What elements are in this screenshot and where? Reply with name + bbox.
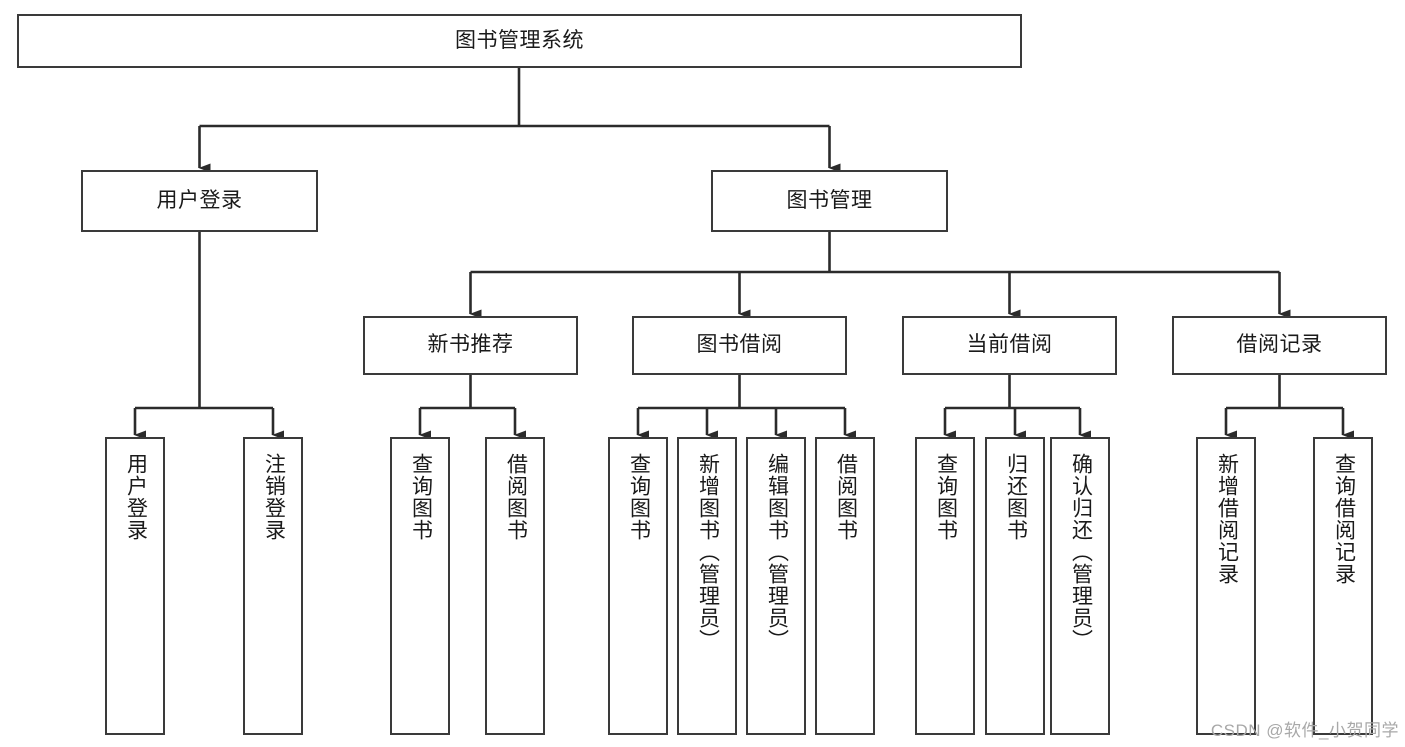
- node-leaf-add-borrow-record-label: 新增借阅记录: [1215, 453, 1239, 585]
- node-leaf-query-borrow-record-label: 查询借阅记录: [1332, 453, 1356, 585]
- node-leaf-query-borrow-record[interactable]: 查询借阅记录: [1313, 437, 1373, 735]
- node-leaf-borrow-book-recommend-label: 借阅图书: [504, 453, 528, 541]
- node-leaf-return-book[interactable]: 归还图书: [985, 437, 1045, 735]
- node-leaf-edit-book-label: 编辑图书（管理员）: [765, 453, 789, 651]
- node-book-borrow[interactable]: 图书借阅: [632, 316, 847, 375]
- node-user-login[interactable]: 用户登录: [81, 170, 318, 232]
- node-leaf-confirm-return[interactable]: 确认归还（管理员）: [1050, 437, 1110, 735]
- node-leaf-borrow-book-label: 借阅图书: [834, 453, 858, 541]
- node-leaf-user-login-label: 用户登录: [124, 453, 148, 541]
- node-user-login-label: 用户登录: [156, 188, 243, 212]
- node-leaf-edit-book[interactable]: 编辑图书（管理员）: [746, 437, 806, 735]
- node-leaf-query-book-current-label: 查询图书: [934, 453, 958, 541]
- node-leaf-user-login[interactable]: 用户登录: [105, 437, 165, 735]
- node-leaf-add-book[interactable]: 新增图书（管理员）: [677, 437, 737, 735]
- watermark-text: CSDN @软件_小贺同学: [1210, 721, 1399, 740]
- node-current-borrow[interactable]: 当前借阅: [902, 316, 1117, 375]
- node-root[interactable]: 图书管理系统: [17, 14, 1022, 68]
- node-root-label: 图书管理系统: [455, 28, 584, 52]
- node-leaf-confirm-return-label: 确认归还（管理员）: [1069, 453, 1093, 651]
- node-leaf-add-book-label: 新增图书（管理员）: [696, 453, 720, 651]
- node-leaf-return-book-label: 归还图书: [1004, 453, 1028, 541]
- node-leaf-query-book-recommend-label: 查询图书: [409, 453, 433, 541]
- node-leaf-logout-label: 注销登录: [262, 453, 286, 541]
- node-book-manage[interactable]: 图书管理: [711, 170, 948, 232]
- node-leaf-borrow-book[interactable]: 借阅图书: [815, 437, 875, 735]
- node-borrow-record[interactable]: 借阅记录: [1172, 316, 1387, 375]
- node-leaf-query-book-recommend[interactable]: 查询图书: [390, 437, 450, 735]
- node-borrow-record-label: 借阅记录: [1236, 333, 1323, 357]
- node-current-borrow-label: 当前借阅: [966, 333, 1053, 357]
- node-book-manage-label: 图书管理: [786, 188, 873, 212]
- node-book-borrow-label: 图书借阅: [696, 333, 783, 357]
- node-leaf-query-book-current[interactable]: 查询图书: [915, 437, 975, 735]
- node-leaf-query-book-label: 查询图书: [627, 453, 651, 541]
- node-new-book-recommend[interactable]: 新书推荐: [363, 316, 578, 375]
- node-leaf-add-borrow-record[interactable]: 新增借阅记录: [1196, 437, 1256, 735]
- node-leaf-borrow-book-recommend[interactable]: 借阅图书: [485, 437, 545, 735]
- node-leaf-query-book[interactable]: 查询图书: [608, 437, 668, 735]
- node-leaf-logout[interactable]: 注销登录: [243, 437, 303, 735]
- node-new-book-recommend-label: 新书推荐: [427, 333, 514, 357]
